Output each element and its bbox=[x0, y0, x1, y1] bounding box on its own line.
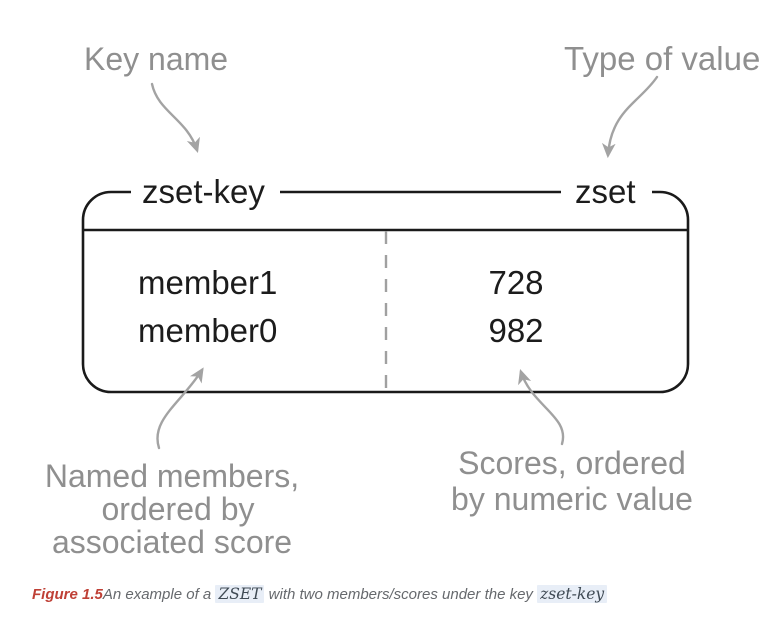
type-of-value-label: Type of value bbox=[564, 40, 760, 77]
caption-code-zset: ZSET bbox=[215, 585, 265, 603]
caption-text-middle: with two members/scores under the key bbox=[264, 586, 538, 603]
members-note-line2: ordered by bbox=[102, 491, 255, 527]
table-row: member0 982 bbox=[138, 312, 544, 349]
caption-text-before: An example of a bbox=[102, 586, 216, 603]
scores-note-line1: Scores, ordered bbox=[458, 445, 686, 481]
zset-type-label: zset bbox=[575, 173, 636, 210]
score-cell: 728 bbox=[488, 264, 543, 301]
score-cell: 982 bbox=[488, 312, 543, 349]
table-row: member1 728 bbox=[138, 264, 544, 301]
scores-note: Scores, ordered by numeric value bbox=[451, 445, 693, 517]
key-name-arrow-icon bbox=[150, 82, 200, 153]
member-cell: member1 bbox=[138, 264, 277, 301]
members-note-arrow-icon bbox=[156, 367, 204, 450]
key-name-label: Key name bbox=[84, 41, 228, 77]
member-cell: member0 bbox=[138, 312, 277, 349]
members-note-line1: Named members, bbox=[45, 458, 299, 494]
figure-number: Figure 1.5 bbox=[32, 586, 103, 603]
caption-code-zset-key: zset-key bbox=[537, 585, 608, 603]
members-note: Named members, ordered by associated sco… bbox=[45, 458, 299, 560]
members-note-line3: associated score bbox=[52, 524, 292, 560]
scores-note-line2: by numeric value bbox=[451, 481, 693, 517]
type-of-value-arrow-icon bbox=[601, 75, 659, 159]
figure-caption: Figure 1.5An example of a ZSET with two … bbox=[32, 585, 742, 603]
zset-box-outline bbox=[81, 190, 690, 394]
zset-key-label: zset-key bbox=[142, 173, 265, 210]
scores-note-arrow-icon bbox=[518, 369, 565, 446]
